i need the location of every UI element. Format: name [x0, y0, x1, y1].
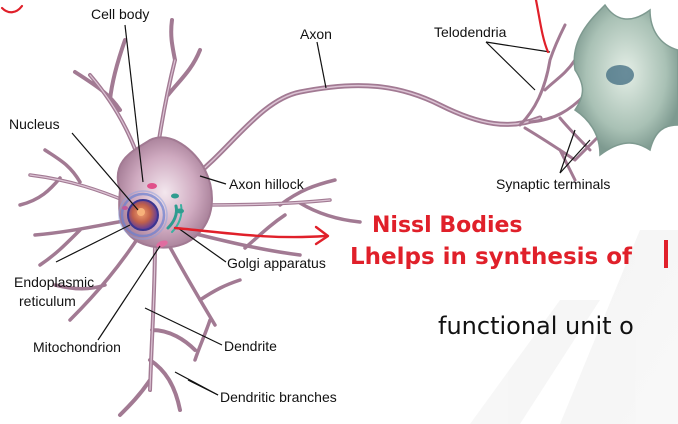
label-telodendria: Telodendria [434, 24, 507, 40]
red-pen-mark [2, 6, 22, 12]
label-synaptic-terminals: Synaptic terminals [496, 176, 610, 192]
label-mitochondrion: Mitochondrion [33, 339, 121, 355]
label-axon-hillock: Axon hillock [229, 176, 305, 192]
label-nucleus: Nucleus [9, 116, 60, 132]
label-endoplasmic-reticulum-line1: Endoplasmic [14, 274, 94, 290]
cell-body [118, 137, 212, 249]
annotation-nissl-title: Nissl Bodies [372, 213, 523, 238]
label-endoplasmic-reticulum-line2: reticulum [19, 293, 76, 309]
annotation-nissl-note: Lhelps in synthesis of [350, 244, 633, 270]
label-axon: Axon [300, 26, 332, 42]
label-dendrite: Dendrite [224, 338, 277, 354]
label-dendritic-branches: Dendritic branches [220, 389, 337, 405]
label-cell-body: Cell body [91, 6, 149, 22]
red-pen-stroke-top [536, 0, 548, 52]
target-cell [574, 5, 678, 155]
annotation-functional: functional unit o [438, 312, 634, 340]
label-golgi-apparatus: Golgi apparatus [227, 255, 326, 271]
annotation-cutoff-mark [664, 240, 668, 268]
axon [190, 86, 540, 180]
